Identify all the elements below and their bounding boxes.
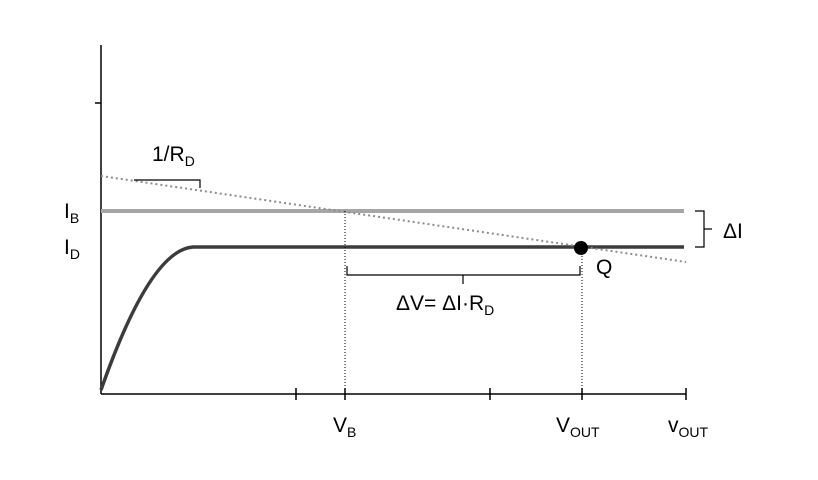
delta-v-bracket <box>346 266 581 284</box>
id-curve <box>99 245 684 391</box>
ib-label: IB <box>64 200 79 226</box>
slope-marker <box>134 179 201 188</box>
vout-label: VOUT <box>556 414 600 440</box>
slope-label: 1/RD <box>152 143 195 169</box>
delta-i-label: ΔI <box>723 220 743 243</box>
delta-i-bracket <box>695 210 712 248</box>
vb-label: VB <box>333 414 356 440</box>
id-label: ID <box>64 236 80 262</box>
load-line <box>100 175 687 263</box>
delta-v-label: ΔV= ΔI·RD <box>396 292 494 318</box>
vout-axis-label: vOUT <box>668 414 709 440</box>
q-label: Q <box>596 256 612 279</box>
q-point-dot <box>574 241 588 255</box>
